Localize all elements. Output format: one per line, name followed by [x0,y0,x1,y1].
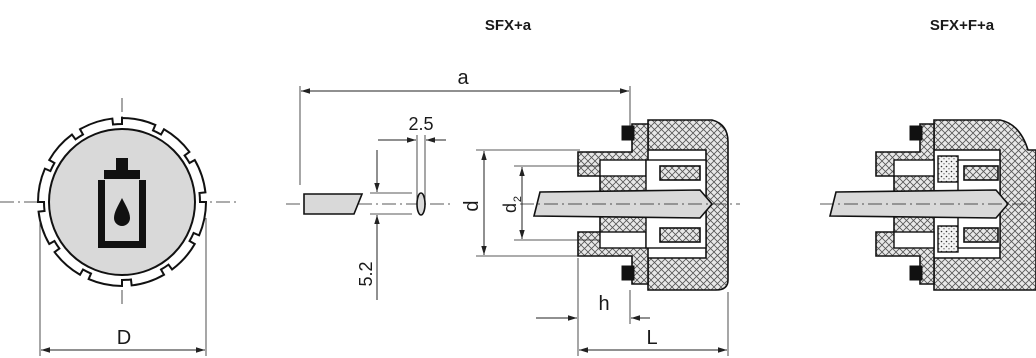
insert-bottom [599,231,647,249]
seal-top-right [909,125,923,141]
front-view: D [0,98,238,356]
dim-L-label: L [646,327,657,349]
inner-sleeve-top-right [963,165,999,181]
filter-top [937,155,959,183]
pipe-section [303,193,364,215]
insert-top [599,159,647,177]
title-sfx-a: SFX+a [485,17,532,34]
inner-sleeve-bottom [659,227,701,243]
section-view-sfx-f-a [820,119,1036,291]
title-sfx-f-a: SFX+F+a [930,17,995,34]
pipe-detail: 2.5 5.2 [286,114,450,300]
dim-D-label: D [117,327,131,349]
cap-housing-right [933,119,1036,291]
dim-d2-label: d [500,203,520,213]
insert-top-right [893,159,935,177]
dim-25-label: 2.5 [408,114,433,134]
dim-52-label: 5.2 [356,261,376,286]
filter-bottom [937,225,959,253]
dim-h-label: h [598,293,609,315]
seal-top [621,125,635,141]
seal-bottom [621,265,635,281]
dim-d2-label-group: d 2 [500,196,524,213]
oil-reservoir-icon [98,158,146,248]
seal-bottom-right [909,265,923,281]
dim-a: a [299,67,631,185]
dim-d-label: d [461,200,483,211]
dim-a-label: a [457,67,469,89]
insert-bottom-right [893,231,935,249]
pipe-end-ellipse [416,192,426,216]
dim-d2-subscript: 2 [512,196,524,202]
inner-sleeve-top [659,165,701,181]
inner-sleeve-bottom-right [963,227,999,243]
section-view-sfx-a: d d 2 h L [461,119,740,356]
